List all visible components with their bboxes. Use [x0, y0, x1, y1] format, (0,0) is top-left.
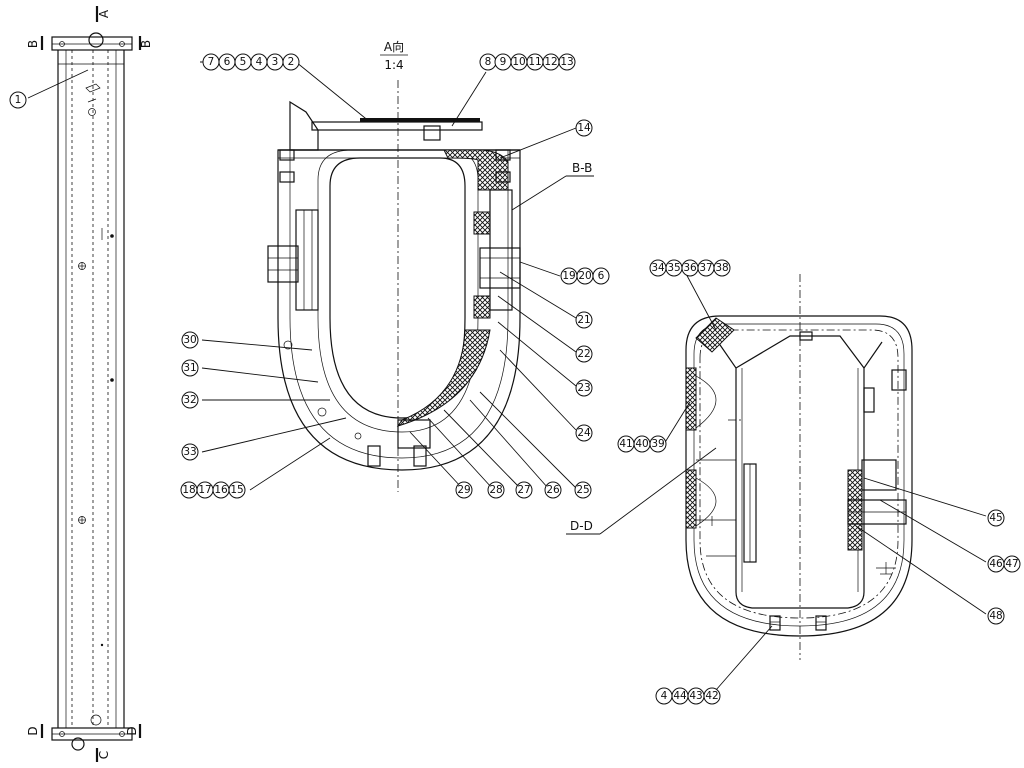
- balloon-28: 28: [489, 484, 502, 496]
- balloon-4-dd: 4: [661, 690, 668, 702]
- balloon-38: 38: [715, 262, 728, 274]
- balloon-36: 36: [683, 262, 697, 274]
- balloon-39: 39: [651, 438, 664, 450]
- balloon-41: 41: [619, 438, 632, 450]
- balloon-11: 11: [528, 56, 541, 68]
- balloon-20: 20: [578, 270, 591, 282]
- cut-mark-b-left: B: [26, 40, 40, 48]
- balloon-5: 5: [240, 56, 247, 68]
- section-d-d-view: 34 35 36 37 38 41 40 39 D-D 45 46 47 48 …: [566, 259, 1021, 705]
- balloon-3: 3: [272, 56, 279, 68]
- balloon-14: 14: [577, 122, 591, 134]
- balloon-37: 37: [699, 262, 712, 274]
- view-a-scale: 1:4: [384, 58, 403, 72]
- bar-elevation-view: A B B D D C 1: [9, 6, 153, 762]
- balloon-45: 45: [989, 512, 1002, 524]
- balloon-18: 18: [182, 484, 195, 496]
- balloon-2: 2: [288, 56, 295, 68]
- balloon-12: 12: [544, 56, 557, 68]
- balloon-47: 47: [1005, 558, 1018, 570]
- balloon-26: 26: [546, 484, 560, 496]
- balloon-4: 4: [256, 56, 263, 68]
- balloon-48: 48: [989, 610, 1002, 622]
- balloon-35: 35: [667, 262, 680, 274]
- balloon-23: 23: [577, 382, 590, 394]
- balloon-15: 15: [230, 484, 243, 496]
- cut-mark-b-right: B: [139, 40, 153, 48]
- cut-mark-c-bottom: C: [97, 751, 111, 759]
- balloon-33: 33: [183, 446, 196, 458]
- balloon-7: 7: [208, 56, 215, 68]
- balloon-25: 25: [576, 484, 589, 496]
- balloon-40: 40: [635, 438, 648, 450]
- balloon-24: 24: [577, 427, 591, 439]
- balloon-9: 9: [500, 56, 507, 68]
- balloon-6b: 6: [598, 270, 605, 282]
- balloon-42: 42: [705, 690, 718, 702]
- balloon-10: 10: [512, 56, 525, 68]
- section-bb-label: B-B: [572, 161, 592, 175]
- balloon-8: 8: [485, 56, 492, 68]
- cut-mark-a-top: A: [97, 9, 111, 18]
- cut-mark-d-right: D: [125, 726, 139, 735]
- balloon-13: 13: [560, 56, 573, 68]
- balloon-27: 27: [517, 484, 530, 496]
- balloon-16: 16: [214, 484, 228, 496]
- balloon-30: 30: [183, 334, 196, 346]
- balloon-32: 32: [183, 394, 196, 406]
- balloon-21: 21: [577, 314, 590, 326]
- balloon-44: 44: [673, 690, 687, 702]
- balloon-22: 22: [577, 348, 590, 360]
- section-a-view: A向 1:4: [180, 39, 610, 499]
- balloon-46: 46: [989, 558, 1003, 570]
- view-a-title: A向: [384, 39, 404, 54]
- balloon-43: 43: [689, 690, 702, 702]
- balloon-34: 34: [651, 262, 665, 274]
- balloon-19: 19: [562, 270, 575, 282]
- balloon-31: 31: [183, 362, 196, 374]
- balloon-29: 29: [457, 484, 470, 496]
- section-dd-label: D-D: [570, 519, 593, 533]
- cut-mark-d-left: D: [26, 726, 40, 735]
- balloon-1: 1: [15, 94, 22, 106]
- balloon-17: 17: [198, 484, 211, 496]
- balloon-6: 6: [224, 56, 231, 68]
